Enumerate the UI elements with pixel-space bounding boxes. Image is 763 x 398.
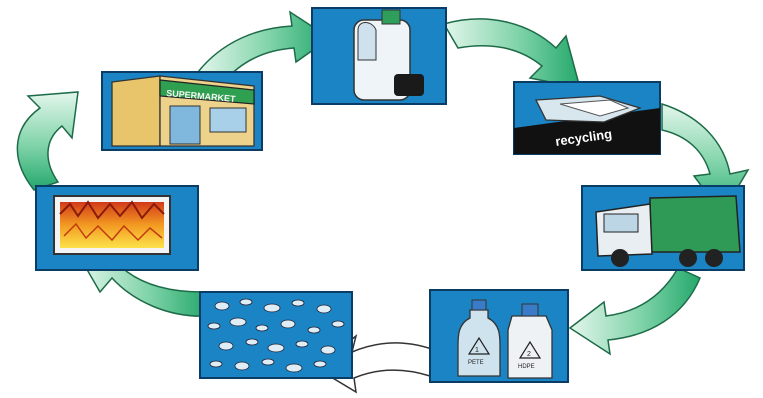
step-plastic-flakes <box>199 291 353 379</box>
cycle-arrow-milk-to-recycling <box>442 18 582 89</box>
step-garbage-truck <box>581 185 745 271</box>
garbage-truck-icon <box>595 195 741 267</box>
step-sorted-bottles: 1 PETE 2 HDPE <box>429 289 569 383</box>
cycle-arrow-furnace-to-supermarket <box>16 91 79 191</box>
step-milk-jug <box>311 7 447 105</box>
supermarket-icon <box>111 75 255 147</box>
step-furnace <box>35 185 199 271</box>
step-recycling-bin: recycling <box>513 81 661 155</box>
recycling-bin-icon <box>534 95 642 123</box>
bottle-code-hdpe: HDPE <box>518 364 535 370</box>
bottle-code-1: 1 <box>475 347 479 354</box>
milk-jug-icon <box>353 9 424 101</box>
bottle-code-2: 2 <box>527 351 531 358</box>
sorted-bottles-icon <box>457 299 553 379</box>
bottle-code-pete: PETE <box>468 360 484 366</box>
step-supermarket: SUPERMARKET <box>101 71 263 151</box>
cycle-arrow-truck-to-bottles <box>568 267 701 356</box>
plastic-flakes-icon <box>207 298 345 373</box>
fire-icon <box>53 195 171 255</box>
